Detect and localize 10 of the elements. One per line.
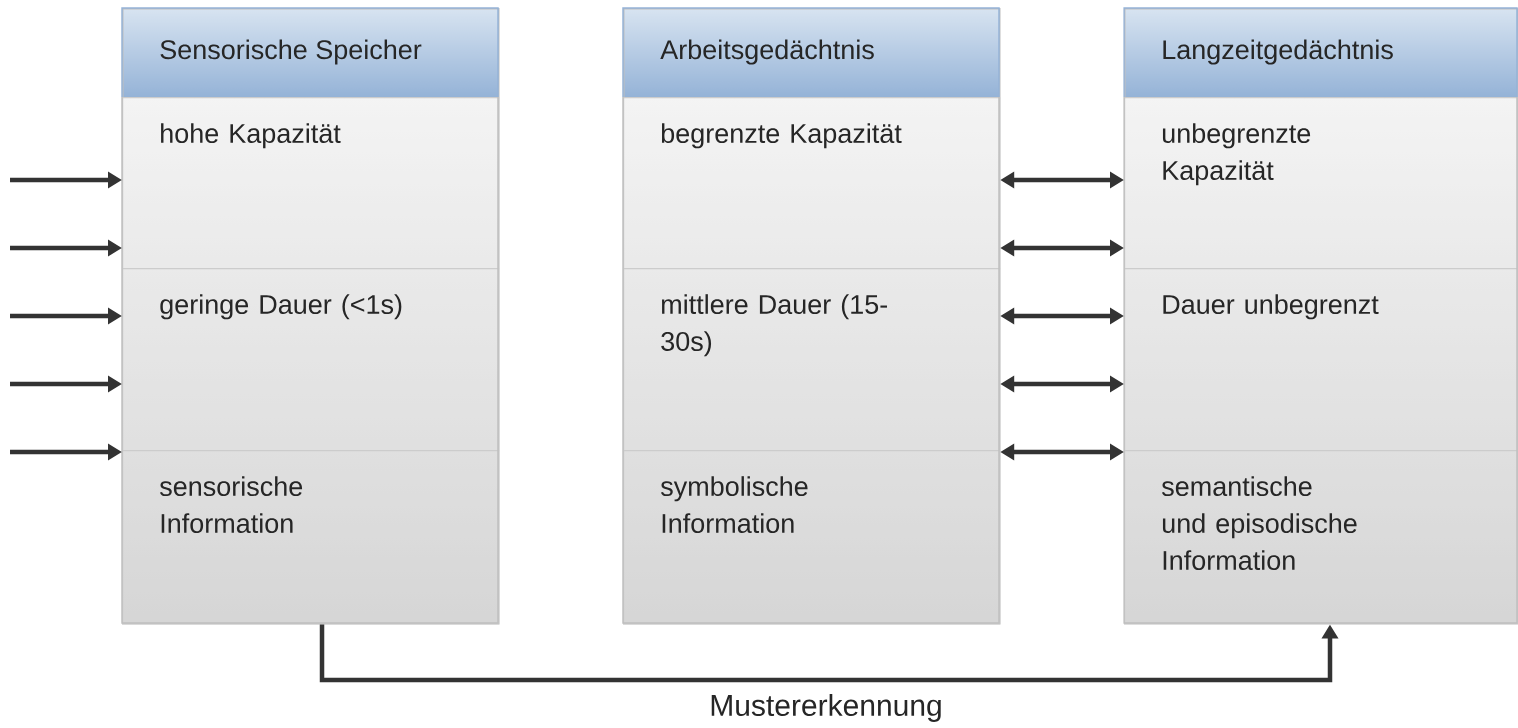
table-cell: sensorische Information bbox=[122, 450, 500, 625]
table-cell: geringe Dauer (<1s) bbox=[122, 268, 500, 452]
table-cell: semantische und episodische Information bbox=[1124, 450, 1518, 625]
table-cell: Dauer unbegrenzt bbox=[1124, 268, 1518, 452]
table-cell: begrenzte Kapazität bbox=[623, 97, 1001, 270]
table-cell: mittlere Dauer (15-30s) bbox=[623, 268, 1001, 452]
edge-label: Mustererkennung bbox=[711, 694, 941, 722]
table-cell: symbolische Information bbox=[623, 450, 1001, 625]
table-cell: hohe Kapazität bbox=[122, 97, 500, 270]
table-cell: unbegrenzte Kapazität bbox=[1124, 97, 1518, 270]
